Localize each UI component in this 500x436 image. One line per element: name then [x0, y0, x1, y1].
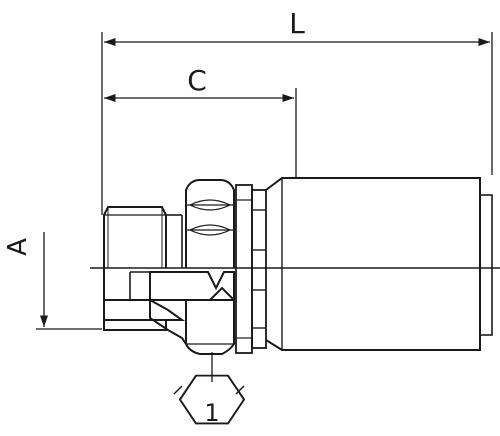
- dimension-a: A: [3, 232, 102, 330]
- dimension-label-c: C: [187, 64, 207, 97]
- callout-number: 1: [204, 399, 219, 427]
- callout-tick-right: [235, 385, 245, 395]
- section-view: [103, 271, 235, 355]
- sleeve-body: [265, 177, 493, 351]
- dimension-label-l: L: [289, 7, 305, 40]
- thread-stem: [103, 206, 183, 330]
- callout-tick-left: [173, 385, 183, 395]
- dimension-c: C: [104, 64, 297, 178]
- hex-nut: [185, 179, 235, 268]
- ferrule-rings: [235, 184, 267, 354]
- dimension-label-a: A: [3, 238, 33, 256]
- callout-hexagon: 1: [173, 374, 246, 427]
- dimension-l: L: [101, 7, 493, 215]
